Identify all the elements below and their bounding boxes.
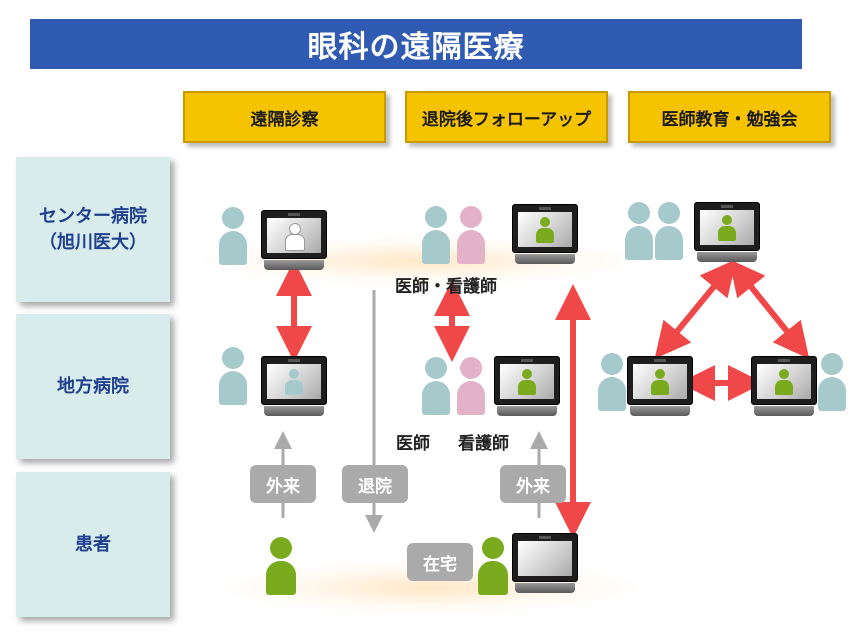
caption-doctor: 医師 — [396, 434, 430, 454]
nurse-icon — [457, 206, 485, 264]
row-label-line: 地方病院 — [57, 375, 129, 397]
monitor-icon — [494, 356, 560, 416]
column-header-discharge-followup: 退院後フォローアップ — [405, 91, 608, 143]
column-header-doctor-education: 医師教育・勉強会 — [628, 91, 831, 143]
monitor-icon — [261, 210, 327, 270]
doctor-icon — [422, 357, 450, 415]
page-title: 眼科の遠隔医療 — [30, 19, 802, 69]
monitor-icon — [261, 356, 327, 416]
row-label-patient: 患者 — [16, 472, 170, 617]
doctor-icon — [598, 353, 626, 411]
monitor-icon — [627, 356, 693, 416]
patient-icon — [478, 537, 508, 595]
monitor-icon — [512, 533, 578, 593]
nurse-icon — [457, 357, 485, 415]
caption-nurse: 看護師 — [458, 434, 509, 454]
arrow-education-right — [728, 258, 810, 360]
patient-icon — [518, 368, 536, 395]
caption-doctor-nurse: 医師・看護師 — [395, 277, 497, 297]
discharge-label: 退院 — [342, 465, 408, 503]
doctor-icon — [285, 368, 303, 395]
arrow-education-left — [654, 259, 737, 359]
doctor-icon — [219, 347, 247, 405]
monitor-icon — [694, 202, 760, 262]
doctor-icon — [655, 202, 683, 260]
row-label-line: センター病院 — [39, 205, 147, 227]
outpatient-label: 外来 — [500, 465, 566, 503]
column-header-remote-consultation: 遠隔診察 — [183, 91, 386, 143]
patient-icon — [266, 537, 296, 595]
doctor-icon — [219, 207, 247, 265]
row-label-center-hospital: センター病院 （旭川医大） — [16, 157, 170, 302]
row-label-line: 患者 — [75, 533, 111, 555]
patient-icon — [775, 368, 793, 395]
outline-person-icon — [285, 222, 305, 251]
patient-icon — [651, 368, 669, 395]
row-label-local-hospital: 地方病院 — [16, 314, 170, 459]
monitor-icon — [512, 204, 578, 264]
doctor-icon — [818, 353, 846, 411]
outpatient-label: 外来 — [250, 465, 316, 503]
monitor-icon — [751, 356, 817, 416]
row-label-line: （旭川医大） — [39, 231, 147, 253]
patient-icon — [536, 216, 554, 243]
doctor-icon — [625, 202, 653, 260]
patient-icon — [718, 214, 736, 241]
doctor-icon — [422, 206, 450, 264]
home-label: 在宅 — [407, 543, 473, 581]
